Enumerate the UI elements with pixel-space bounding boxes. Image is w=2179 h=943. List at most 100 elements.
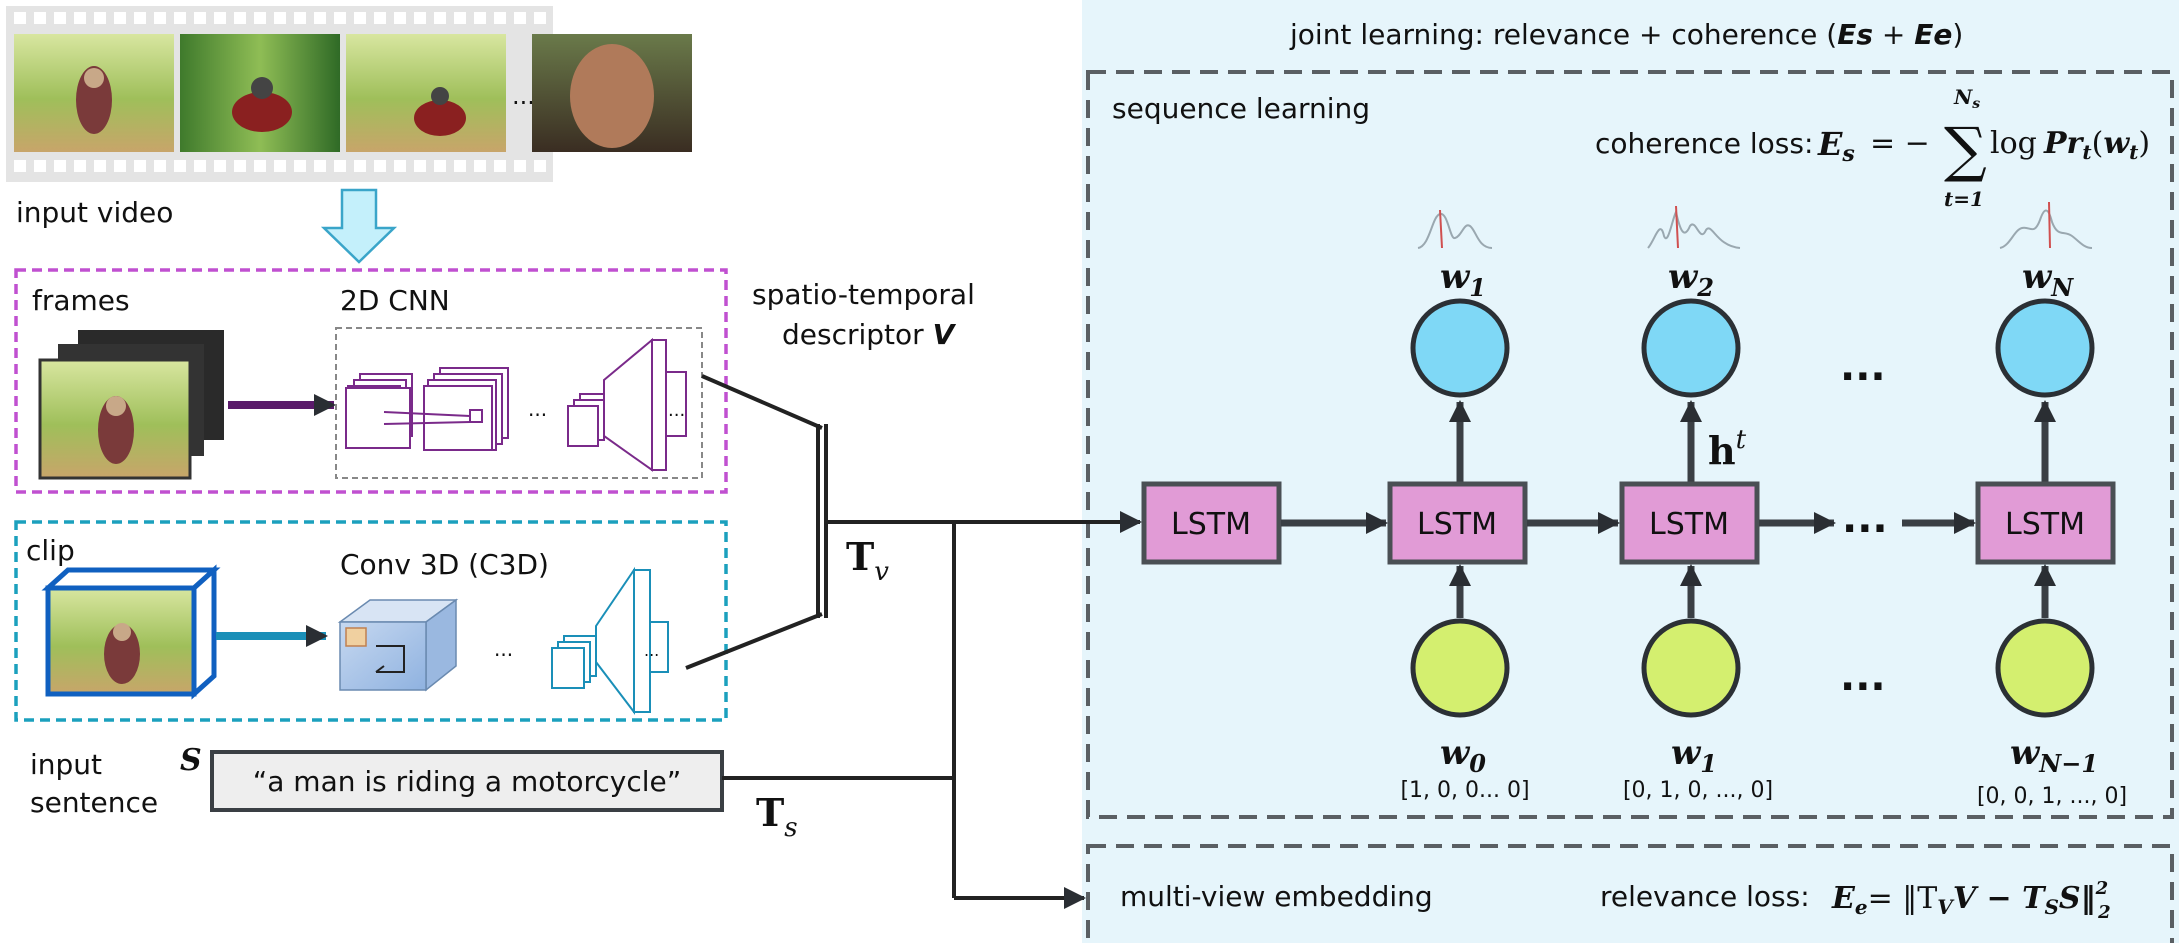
sentence-label-line1: input bbox=[30, 748, 102, 781]
output-word-n: wN bbox=[2022, 257, 2074, 302]
input-word-0: w0 bbox=[1440, 733, 1486, 778]
output-node-1 bbox=[1410, 298, 1510, 398]
frames-panel bbox=[14, 268, 728, 494]
sprocket-hole bbox=[234, 12, 246, 24]
multi-view-embedding-box bbox=[1086, 844, 2174, 943]
svg-text:Es: Es bbox=[1817, 125, 1855, 167]
input-node-n bbox=[1995, 618, 2095, 718]
sprocket-hole bbox=[74, 12, 86, 24]
svg-text:relevance loss:: relevance loss: bbox=[1600, 880, 1810, 913]
sprocket-hole bbox=[534, 12, 546, 24]
svg-text:Ns: Ns bbox=[1953, 85, 1980, 112]
svg-text:t=1: t=1 bbox=[1944, 187, 1984, 211]
clip-panel bbox=[14, 520, 728, 722]
sprocket-hole bbox=[414, 12, 426, 24]
video-frame-3 bbox=[346, 34, 506, 152]
sprocket-hole bbox=[174, 12, 186, 24]
input-video-filmstrip: ... bbox=[6, 6, 692, 182]
svg-text:...: ... bbox=[668, 400, 685, 421]
input-word-1: w1 bbox=[1671, 733, 1717, 778]
sprocket-hole bbox=[374, 160, 386, 172]
sprocket-hole bbox=[174, 160, 186, 172]
sprocket-hole bbox=[154, 160, 166, 172]
sprocket-hole bbox=[494, 160, 506, 172]
sprocket-hole bbox=[94, 12, 106, 24]
sprocket-hole bbox=[374, 12, 386, 24]
sprocket-hole bbox=[154, 12, 166, 24]
sprocket-hole bbox=[34, 160, 46, 172]
joint-learning-title: joint learning: relevance + coherence (E… bbox=[1289, 18, 1963, 51]
sprocket-hole bbox=[294, 160, 306, 172]
cnn-label: 2D CNN bbox=[340, 284, 450, 317]
sprocket-hole bbox=[114, 160, 126, 172]
sprocket-hole bbox=[74, 160, 86, 172]
descriptor-label-line1: spatio-temporal bbox=[752, 278, 975, 311]
sprocket-hole bbox=[254, 12, 266, 24]
clip-cube-image bbox=[41, 564, 221, 700]
svg-text:...: ... bbox=[512, 82, 535, 110]
c3d-diagram: ... ... bbox=[337, 566, 669, 715]
sprocket-hole bbox=[454, 12, 466, 24]
sprocket-hole bbox=[194, 160, 206, 172]
dots-middle: ... bbox=[1842, 496, 1888, 542]
sprocket-hole bbox=[134, 12, 146, 24]
dots-top: ... bbox=[1840, 344, 1886, 390]
input-vector-n: [0, 0, 1, ..., 0] bbox=[1977, 784, 2127, 809]
output-word-1: w1 bbox=[1440, 257, 1486, 302]
output-node-n bbox=[1995, 298, 2095, 398]
sprocket-hole bbox=[194, 12, 206, 24]
svg-text:LSTM: LSTM bbox=[1649, 507, 1729, 542]
input-word-n: wN−1 bbox=[2010, 733, 2098, 778]
sprocket-hole bbox=[434, 160, 446, 172]
sprocket-hole bbox=[354, 160, 366, 172]
c3d-label: Conv 3D (C3D) bbox=[340, 548, 549, 581]
output-word-2: w2 bbox=[1668, 257, 1714, 302]
dots-bottom: ... bbox=[1840, 654, 1886, 700]
sentence-label-line2: sentence bbox=[30, 786, 158, 819]
lstm-cell-0: LSTM bbox=[1141, 481, 1282, 565]
sprocket-hole bbox=[54, 12, 66, 24]
input-vector-1: [0, 1, 0, ..., 0] bbox=[1623, 778, 1773, 803]
sentence-var: S bbox=[180, 743, 202, 778]
clip-label: clip bbox=[26, 534, 75, 567]
sprocket-hole bbox=[394, 160, 406, 172]
lstm-cell-1: LSTM bbox=[1387, 481, 1528, 565]
output-distribution-plot-1 bbox=[1417, 209, 1493, 249]
sprocket-hole bbox=[54, 160, 66, 172]
svg-text:Ee= ‖TVV − TSS‖22: Ee= ‖TVV − TSS‖22 bbox=[1831, 878, 2111, 923]
sprocket-hole bbox=[34, 12, 46, 24]
hidden-state-label: ht bbox=[1708, 425, 1747, 473]
sprocket-hole bbox=[414, 160, 426, 172]
ts-label: Ts bbox=[756, 790, 798, 843]
sprocket-hole bbox=[474, 12, 486, 24]
sprocket-hole bbox=[514, 12, 526, 24]
lstm-cell-n: LSTM bbox=[1975, 481, 2116, 565]
sprocket-hole bbox=[494, 12, 506, 24]
sprocket-hole bbox=[94, 160, 106, 172]
output-distribution-plot-3 bbox=[1999, 201, 2093, 249]
svg-text:coherence loss:: coherence loss: bbox=[1595, 127, 1813, 160]
down-arrow-icon bbox=[320, 188, 398, 264]
coherence-loss-formula: coherence loss: Es = − ∑ Ns t=1 log Prt(… bbox=[1595, 85, 2150, 211]
sprocket-hole bbox=[534, 160, 546, 172]
sprocket-hole bbox=[214, 160, 226, 172]
sprocket-hole bbox=[14, 12, 26, 24]
sprocket-hole bbox=[274, 12, 286, 24]
sprocket-hole bbox=[434, 12, 446, 24]
svg-text:...: ... bbox=[528, 397, 547, 421]
cnn-diagram: ... ... bbox=[335, 327, 703, 479]
input-node-0 bbox=[1410, 618, 1510, 718]
svg-text:LSTM: LSTM bbox=[2005, 507, 2085, 542]
sprocket-hole bbox=[234, 160, 246, 172]
sprocket-hole bbox=[214, 12, 226, 24]
svg-text:∑: ∑ bbox=[1944, 115, 1987, 185]
sprocket-hole bbox=[314, 160, 326, 172]
sprocket-hole bbox=[334, 160, 346, 172]
sprocket-hole bbox=[314, 12, 326, 24]
sprocket-hole bbox=[254, 160, 266, 172]
output-distribution-plot-2 bbox=[1647, 205, 1741, 249]
svg-text:“a man is riding a motorcycle”: “a man is riding a motorcycle” bbox=[253, 765, 682, 798]
sprocket-hole bbox=[514, 160, 526, 172]
svg-text:= −: = − bbox=[1870, 126, 1930, 161]
sprocket-hole bbox=[354, 12, 366, 24]
